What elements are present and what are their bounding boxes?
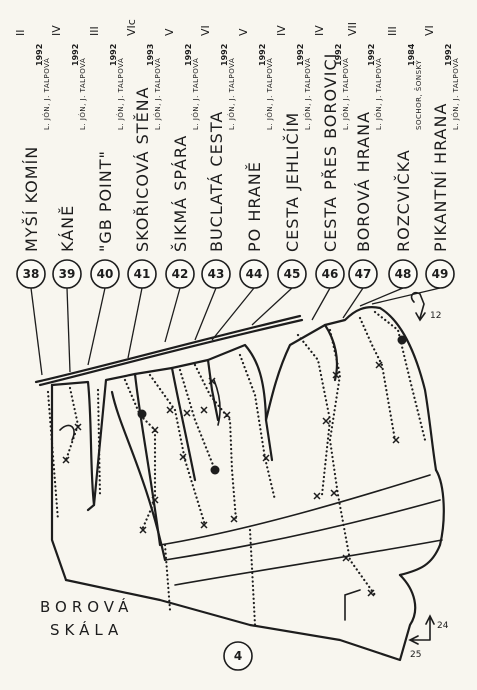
route-year: 1992 — [71, 44, 80, 66]
route-name: CESTA JEHLIČÍM — [283, 112, 302, 252]
route-authors: L. JÓN, J. TALPOVÁ — [451, 58, 460, 130]
protection-marks — [62, 335, 407, 597]
route-name: PO HRANĚ — [245, 161, 264, 252]
route-lines — [46, 310, 427, 627]
route-number: 41 — [134, 267, 151, 281]
route-name: ŠIKMÁ SPÁRA — [171, 135, 190, 252]
route-number: 43 — [208, 267, 225, 281]
route-grade: VI — [199, 25, 212, 36]
route-number: 46 — [322, 267, 339, 281]
route-number: 49 — [432, 267, 449, 281]
route-grade: III — [386, 26, 399, 36]
route-grade: IV — [313, 25, 326, 36]
route-year: 1992 — [258, 44, 267, 66]
route-grade: II — [14, 30, 27, 37]
route-number: 45 — [284, 267, 301, 281]
route-name: BUCLATÁ CESTA — [207, 111, 226, 252]
route-name: KÁNĚ — [58, 205, 77, 252]
route-grade: V — [237, 28, 250, 36]
route-authors: L. JÓN, J. TALPOVÁ — [78, 58, 87, 130]
route-year: 1992 — [444, 44, 453, 66]
route-name: BOROVÁ HRANA — [354, 111, 373, 252]
route-years: 1992 1992 1992 1993 1992 1992 1992 1992 … — [35, 43, 453, 66]
route-authors: L. JÓN, J. TALPOVÁ — [153, 58, 162, 130]
route-grade: IV — [50, 25, 63, 36]
route-year: 1992 — [35, 44, 44, 66]
route-year: 1992 — [334, 44, 343, 66]
route-line-45 — [238, 353, 277, 502]
route-number: 47 — [355, 267, 372, 281]
route-authors: L. JÓN, J. TALPOVÁ — [42, 58, 51, 130]
route-grade: III — [88, 26, 101, 36]
route-grade: V — [163, 28, 176, 36]
orientation-bottom-value: 25 — [410, 650, 421, 660]
crag-name-line1: BOROVÁ — [40, 597, 133, 616]
bolt-marker — [137, 409, 147, 419]
rock-outline — [34, 306, 445, 662]
route-year: 1992 — [367, 44, 376, 66]
route-line-44 — [193, 363, 238, 522]
route-line-38 — [46, 390, 60, 522]
route-number: 39 — [59, 267, 76, 281]
route-line-43 — [178, 368, 217, 472]
route-line-46 — [296, 333, 332, 497]
bolt-marker — [210, 465, 220, 475]
route-name: MYŠÍ KOMÍN — [22, 146, 41, 252]
route-grade: VII — [346, 22, 359, 36]
axis-arrows-icon — [408, 614, 435, 645]
route-line-47 — [328, 328, 377, 597]
orientation-bottom: 24 25 — [408, 614, 449, 660]
route-grade: IV — [275, 25, 288, 36]
route-authors: L. JÓN, J. TALPOVÁ L. JÓN, J. TALPOVÁ L.… — [42, 58, 460, 130]
route-authors: L. JÓN, J. TALPOVÁ — [341, 58, 350, 130]
route-year: 1992 — [220, 44, 229, 66]
route-number: 44 — [246, 267, 263, 281]
route-year: 1993 — [146, 44, 155, 66]
route-number: 48 — [395, 267, 412, 281]
route-authors: L. JÓN, J. TALPOVÁ — [265, 58, 274, 130]
route-year: 1984 — [407, 43, 416, 66]
orientation-top: 12 — [410, 291, 441, 322]
curved-arrow-icon — [410, 291, 426, 322]
leader-lines — [30, 287, 441, 376]
route-number: 40 — [97, 267, 114, 281]
route-grade: VIc — [125, 19, 138, 36]
route-line-42 — [148, 373, 207, 527]
route-name: CESTA PŘES BOROVICI — [321, 53, 340, 252]
route-names: MYŠÍ KOMÍN KÁNĚ "GB POINT" SKOŘICOVÁ STĚ… — [22, 53, 450, 252]
route-authors: L. JÓN, J. TALPOVÁ — [303, 58, 312, 130]
route-name: ROZCVIČKA — [394, 149, 413, 252]
route-year: 1992 — [109, 44, 118, 66]
orientation-right-value: 12 — [430, 311, 441, 321]
crag-label: BOROVÁ SKÁLA — [40, 597, 133, 639]
route-authors: L. JÓN, J. TALPOVÁ — [191, 58, 200, 130]
route-number: 38 — [23, 267, 40, 281]
route-grade: VI — [423, 25, 436, 36]
route-name: SKOŘICOVÁ STĚNA — [133, 86, 152, 252]
orientation-left-value: 24 — [437, 621, 449, 631]
route-authors: L. JÓN, J. TALPOVÁ — [374, 58, 383, 130]
route-authors: SOCHOR, ŠONSKÝ — [414, 60, 423, 130]
crag-name-line2: SKÁLA — [50, 620, 123, 639]
route-number-circles: 38 39 40 41 42 43 44 45 46 47 48 49 — [16, 259, 455, 289]
route-year: 1992 — [184, 44, 193, 66]
route-authors: L. JÓN, J. TALPOVÁ — [227, 58, 236, 130]
route-name: "GB POINT" — [96, 150, 115, 252]
sector-number: 4 — [234, 649, 242, 663]
route-line-48 — [358, 316, 397, 442]
route-number: 42 — [172, 267, 189, 281]
piton-markers — [62, 361, 400, 597]
route-year: 1992 — [296, 44, 305, 66]
bolt-marker — [397, 335, 407, 345]
route-line-40 — [96, 388, 102, 497]
route-grades: II IV III VIc V VI V IV IV VII III VI — [14, 19, 436, 36]
sector-badge: 4 — [223, 641, 253, 671]
route-authors: L. JÓN, J. TALPOVÁ — [116, 58, 125, 130]
route-line-39 — [64, 386, 80, 462]
route-name: PIKANTNÍ HRANA — [431, 103, 450, 252]
route-line-49 — [373, 310, 427, 442]
